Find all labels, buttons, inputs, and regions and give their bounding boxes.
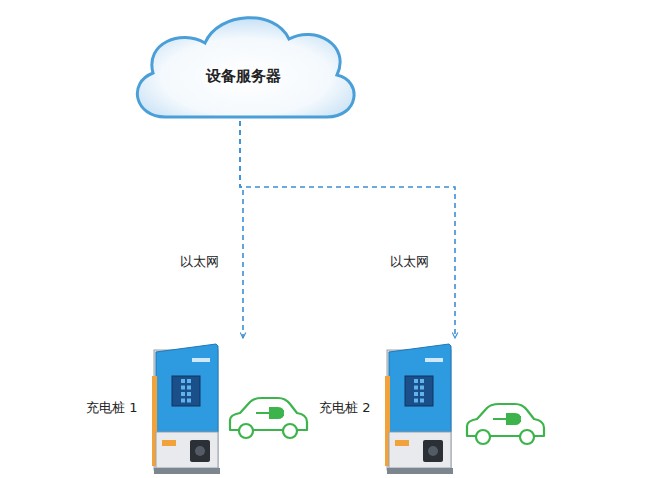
edge-label: 以太网 [178, 252, 221, 272]
qr-dot [414, 399, 418, 403]
car-illustration [463, 398, 547, 450]
qr-dot [187, 379, 191, 383]
plug-icon [256, 408, 284, 418]
server-cloud: 设备服务器 [123, 5, 363, 125]
qr-dot [420, 399, 424, 403]
qr-dot [420, 392, 424, 396]
charger-label: 充电桩 1 [86, 399, 137, 417]
charger-panel [156, 344, 218, 432]
socket-plug [195, 446, 205, 456]
edge-label: 以太网 [388, 252, 431, 272]
qr-dot [414, 392, 418, 396]
qr-dot [181, 379, 185, 383]
charger-base [156, 432, 218, 468]
socket-plug [428, 446, 438, 456]
charger-node: 充电桩 1 [80, 340, 245, 476]
qr-dot [187, 399, 191, 403]
charger-illustration [152, 340, 224, 476]
car-wheel [239, 424, 253, 438]
car-wheel [520, 430, 534, 444]
ethernet-link [240, 121, 243, 338]
qr-dot [181, 399, 185, 403]
plug-icon [493, 414, 521, 424]
qr-dot [181, 386, 185, 390]
qr-dot [187, 386, 191, 390]
charger-panel [389, 344, 451, 432]
ethernet-link [240, 121, 455, 338]
qr-dot [414, 379, 418, 383]
qr-dot [420, 386, 424, 390]
qr-dot [187, 392, 191, 396]
server-label: 设备服务器 [206, 67, 281, 86]
cloud-shape [137, 18, 354, 117]
car-wheel [283, 424, 297, 438]
brand-plate [425, 358, 443, 362]
charger-node: 充电桩 2 [313, 340, 465, 476]
charger-foot [387, 468, 453, 474]
qr-code [405, 376, 433, 406]
cloud-outline [123, 5, 363, 125]
qr-dot [414, 386, 418, 390]
charging-socket [190, 440, 210, 462]
charger-label: 充电桩 2 [319, 399, 370, 417]
charger-illustration [385, 340, 457, 476]
car-wheel [476, 430, 490, 444]
brand-plate [192, 358, 210, 362]
qr-code [172, 376, 200, 406]
car-illustration [226, 392, 310, 444]
charger-foot [154, 468, 220, 474]
charging-socket [423, 440, 443, 462]
indicator-light [162, 440, 176, 446]
indicator-light [395, 440, 409, 446]
qr-dot [181, 392, 185, 396]
charger-base [389, 432, 451, 468]
qr-dot [420, 379, 424, 383]
